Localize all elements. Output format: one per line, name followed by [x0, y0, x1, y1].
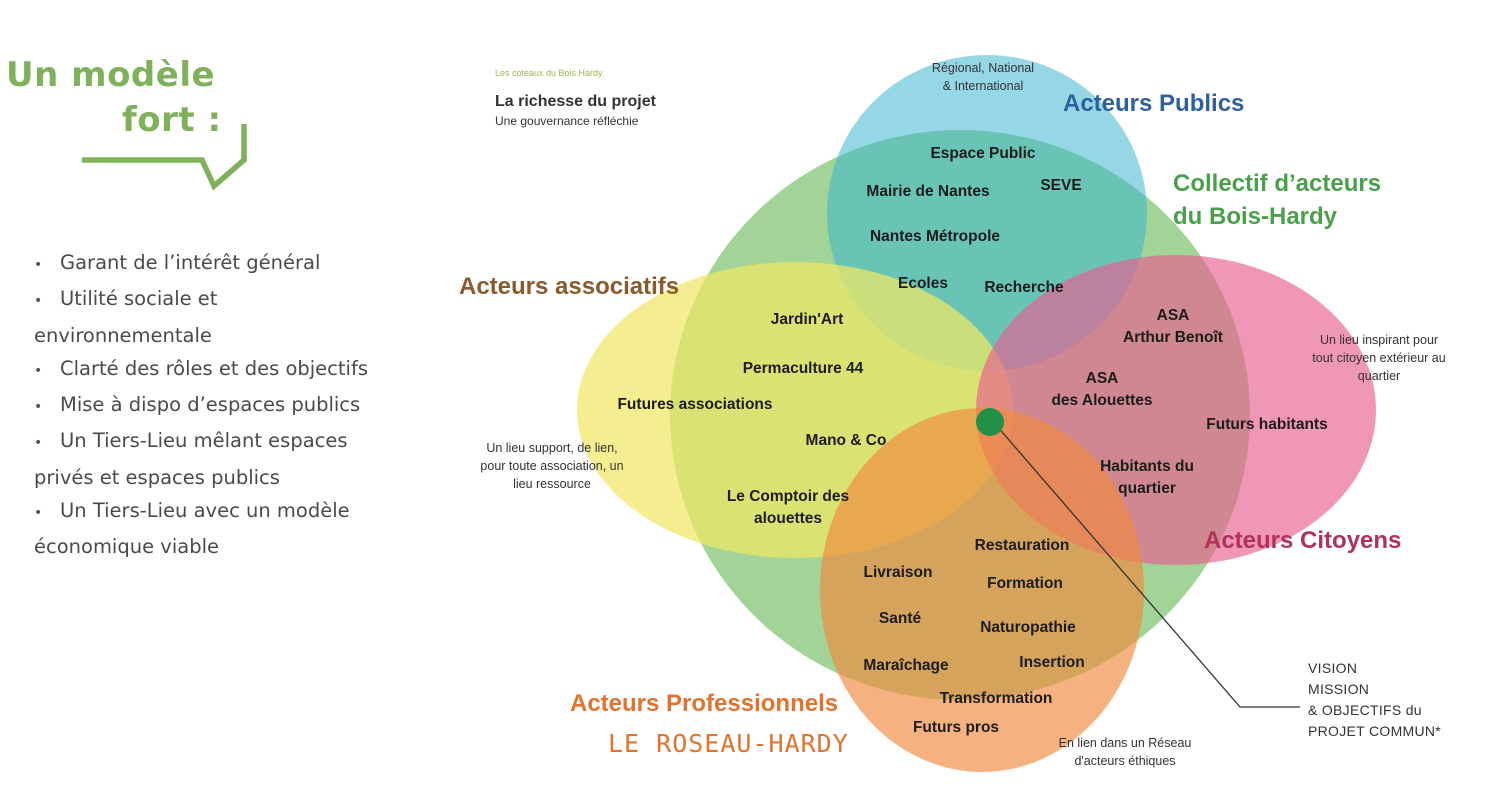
note-citoyens-1: Un lieu inspirant pour	[1320, 333, 1438, 347]
bullet-icon: •	[34, 435, 43, 452]
bullet-icon: •	[34, 257, 43, 273]
diagram-subtitle: Une gouvernance réfléchie	[495, 114, 639, 128]
item-naturopathie: Naturopathie	[980, 619, 1076, 636]
bullet-icon: •	[34, 362, 43, 379]
bullet-icon: •	[34, 293, 43, 310]
note-citoyens-3: quartier	[1358, 369, 1400, 383]
group-title-collectif-1: Collectif d’acteurs	[1173, 170, 1381, 197]
item-comptoir-1: Le Comptoir des	[727, 488, 849, 505]
vision-label: VISION MISSION & OBJECTIFS du PROJET COM…	[1308, 658, 1441, 742]
item-jardin-art: Jardin'Art	[771, 311, 844, 328]
roseau-hardy-label: LE ROSEAU-HARDY	[608, 729, 849, 758]
bullet-icon: •	[34, 399, 43, 416]
bullet-list: •Garant de l’intérêt général •Utilité so…	[34, 246, 414, 564]
note-professionnels-1: En lien dans un Réseau	[1059, 736, 1192, 750]
list-item: •Clarté des rôles et des objectifs	[34, 352, 414, 388]
item-metropole: Nantes Métropole	[870, 228, 1000, 245]
page-title-line2: fort :	[122, 100, 222, 140]
note-publics-2: & International	[943, 79, 1024, 93]
item-habitants-1: Habitants du	[1100, 458, 1194, 475]
group-title-citoyens: Acteurs Citoyens	[1204, 527, 1401, 554]
group-title-professionnels: Acteurs Professionnels	[570, 690, 838, 717]
vision-line: PROJET COMMUN*	[1308, 723, 1442, 739]
item-ecoles: Ecoles	[898, 275, 948, 292]
speech-bubble-icon	[82, 124, 247, 191]
center-dot	[976, 408, 1004, 436]
group-title-associatifs: Acteurs associatifs	[459, 273, 679, 300]
item-habitants-2: quartier	[1118, 480, 1176, 497]
note-citoyens-2: tout citoyen extérieur au	[1312, 351, 1445, 365]
list-item: •Mise à dispo d’espaces publics	[34, 388, 414, 424]
note-publics-1: Régional, National	[932, 61, 1034, 75]
item-futurs-pros: Futurs pros	[913, 719, 999, 736]
item-seve: SEVE	[1040, 177, 1081, 194]
item-asa-alouettes-1: ASA	[1086, 370, 1119, 387]
diagram-title: La richesse du projet	[495, 93, 656, 110]
item-asa-arthur-1: ASA	[1157, 307, 1190, 324]
item-formation: Formation	[987, 575, 1063, 592]
note-associatifs-3: lieu ressource	[513, 477, 591, 491]
note-associatifs-2: pour toute association, un	[480, 459, 623, 473]
item-restauration: Restauration	[975, 537, 1070, 554]
item-livraison: Livraison	[864, 564, 933, 581]
item-asa-arthur-2: Arthur Benoît	[1123, 329, 1223, 346]
group-title-collectif-2: du Bois-Hardy	[1173, 203, 1338, 230]
item-asa-alouettes-2: des Alouettes	[1051, 392, 1152, 409]
page-title-line1: Un modèle	[6, 55, 216, 95]
item-sante: Santé	[879, 610, 922, 627]
item-insertion: Insertion	[1019, 654, 1084, 671]
professionnels-circle	[820, 408, 1144, 772]
item-espace-public: Espace Public	[930, 145, 1035, 162]
note-professionnels-2: d'acteurs éthiques	[1074, 754, 1175, 768]
diagram-source-label: Les coteaux du Bois Hardy	[495, 68, 603, 78]
vision-connector	[995, 424, 1300, 708]
list-item: •Garant de l’intérêt général	[34, 246, 414, 282]
vision-line: VISION	[1308, 660, 1358, 676]
vision-line: & OBJECTIFS du	[1308, 702, 1422, 718]
bullet-icon: •	[34, 505, 43, 522]
item-comptoir-2: alouettes	[754, 510, 822, 527]
item-futures-associations: Futures associations	[617, 396, 772, 413]
note-associatifs-1: Un lieu support, de lien,	[486, 441, 617, 455]
group-title-publics: Acteurs Publics	[1063, 90, 1244, 117]
item-futurs-habitants: Futurs habitants	[1206, 416, 1327, 433]
item-mairie: Mairie de Nantes	[866, 183, 989, 200]
item-mano-co: Mano & Co	[806, 432, 887, 449]
item-permaculture: Permaculture 44	[743, 360, 864, 377]
item-transformation: Transformation	[940, 690, 1053, 707]
vision-line: MISSION	[1308, 681, 1370, 697]
item-maraichage: Maraîchage	[863, 657, 949, 674]
item-recherche: Recherche	[984, 279, 1064, 296]
